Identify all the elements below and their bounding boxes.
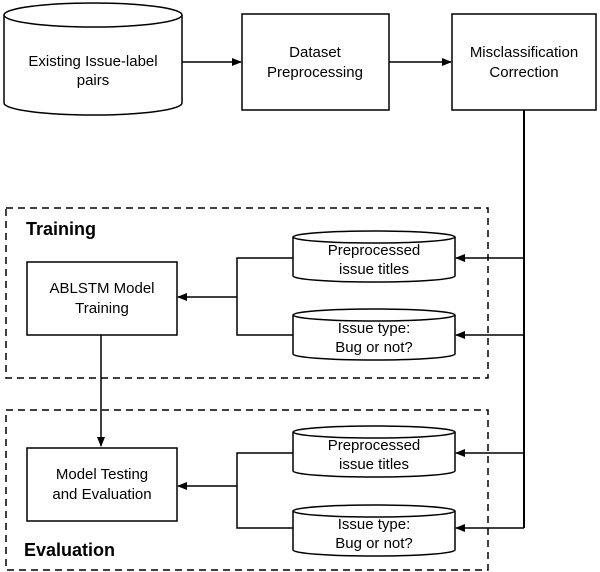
train-titles-label-line1: Preprocessed xyxy=(328,242,421,259)
model-testing-label-line1: Model Testing xyxy=(56,466,148,483)
eval-types-database: Issue type: Bug or not? xyxy=(292,504,456,557)
dataset-preprocessing-box: Dataset Preprocessing xyxy=(241,13,390,111)
model-testing-label-line2: and Evaluation xyxy=(52,486,151,503)
train-types-label-line2: Bug or not? xyxy=(335,339,413,356)
eval-titles-label-line1: Preprocessed xyxy=(328,437,421,454)
model-testing-box: Model Testing and Evaluation xyxy=(26,447,178,522)
misclassification-correction-box: Misclassification Correction xyxy=(451,13,597,111)
existing-pairs-label-line1: Existing Issue-label xyxy=(28,53,157,70)
misclassification-correction-label-line2: Correction xyxy=(489,64,558,81)
train-types-label-line1: Issue type: xyxy=(338,320,411,337)
eval-titles-label-line2: issue titles xyxy=(339,456,409,473)
eval-titles-database: Preprocessed issue titles xyxy=(292,425,456,478)
train-types-database: Issue type: Bug or not? xyxy=(292,308,456,361)
evaluation-section-frame xyxy=(5,409,489,571)
existing-pairs-label-line2: pairs xyxy=(77,72,110,89)
ablstm-training-label-line1: ABLSTM Model xyxy=(49,280,154,297)
evaluation-merge-bracket xyxy=(236,452,293,529)
training-section-frame xyxy=(5,207,489,379)
eval-types-label-line2: Bug or not? xyxy=(335,535,413,552)
training-merge-bracket xyxy=(236,257,293,336)
evaluation-section-title: Evaluation xyxy=(24,540,115,560)
training-section-title: Training xyxy=(26,219,96,239)
train-titles-database: Preprocessed issue titles xyxy=(292,230,456,283)
dataset-preprocessing-label-line2: Preprocessing xyxy=(267,64,363,81)
misclassification-correction-label-line1: Misclassification xyxy=(470,44,578,61)
ablstm-training-box: ABLSTM Model Training xyxy=(26,261,178,336)
existing-pairs-database: Existing Issue-label pairs xyxy=(3,2,183,116)
ablstm-training-label-line2: Training xyxy=(75,300,129,317)
dataset-preprocessing-label-line1: Dataset xyxy=(289,44,342,61)
train-titles-label-line2: issue titles xyxy=(339,261,409,278)
eval-types-label-line1: Issue type: xyxy=(338,516,411,533)
